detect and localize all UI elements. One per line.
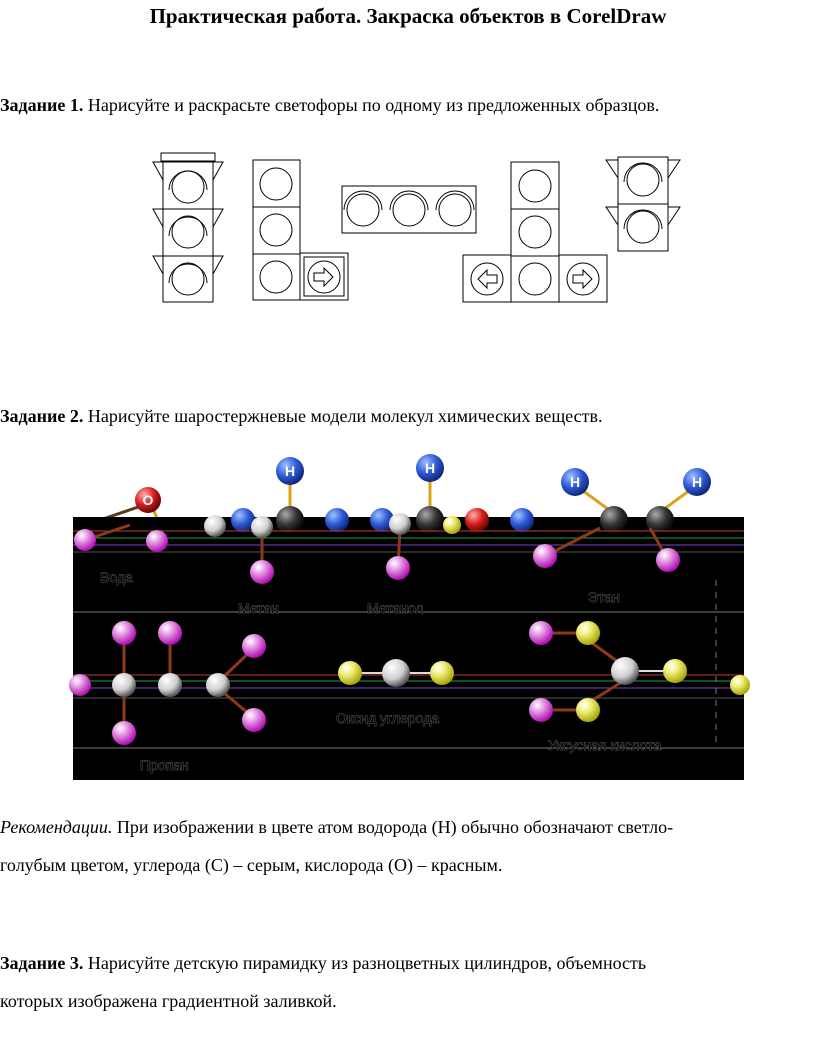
caption-propane: Пропан: [140, 757, 189, 773]
recommendation-line-1: При изображении в цвете атом водорода (H…: [112, 817, 674, 837]
task-2-text: Нарисуйте шаростержневые модели молекул …: [83, 406, 603, 426]
caption-carbon-oxide: Оксид углерода: [336, 710, 439, 726]
caption-methanol: Метанол: [367, 600, 424, 616]
atom-h-label: H: [285, 463, 295, 479]
caption-water: Вода: [100, 569, 133, 585]
task-1: Задание 1. Нарисуйте и раскрасьте светоф…: [0, 86, 800, 124]
traffic-light-two-lamps: [605, 156, 681, 252]
atom-h-label: H: [692, 474, 702, 490]
atom-o-label: O: [143, 492, 154, 508]
atom-h-label: H: [570, 474, 580, 490]
recommendation-label: Рекомендации.: [0, 817, 113, 837]
atom-h-label: H: [425, 460, 435, 476]
task-3-line-2: которых изображена градиентной заливкой.: [0, 991, 337, 1011]
task-3: Задание 3. Нарисуйте детскую пирамидку и…: [0, 944, 800, 1020]
task-1-text: Нарисуйте и раскрасьте светофоры по одно…: [83, 95, 660, 115]
traffic-light-horizontal: [341, 185, 477, 234]
task-1-label: Задание 1.: [0, 95, 84, 115]
caption-ethane: Этан: [588, 589, 620, 605]
atom-h-ethane-left: H: [561, 468, 589, 496]
recommendation-line-2: голубым цветом, углерода (C) – серым, ки…: [0, 855, 503, 875]
caption-acetic-acid: Уксусная кислота: [548, 737, 661, 753]
molecules-panel: [73, 517, 744, 780]
page-title: Практическая работа. Закраска объектов в…: [149, 4, 667, 28]
caption-methane: Метан: [238, 600, 279, 616]
traffic-light-three-lamps: [152, 152, 224, 303]
task-3-line-1: Нарисуйте детскую пирамидку из разноцвет…: [83, 953, 647, 973]
task-2-label: Задание 2.: [0, 406, 84, 426]
traffic-light-with-right-arrow: [252, 159, 349, 301]
atom-h-methanol: H: [416, 454, 444, 482]
recommendation: Рекомендации. При изображении в цвете ат…: [0, 808, 800, 884]
task-2: Задание 2. Нарисуйте шаростержневые моде…: [0, 397, 800, 435]
atom-h-ethane-right: H: [683, 468, 711, 496]
traffic-light-with-two-arrows: [462, 161, 608, 303]
atom-o-water: O: [135, 487, 161, 513]
task-3-label: Задание 3.: [0, 953, 84, 973]
atom-h-methane: H: [276, 457, 304, 485]
